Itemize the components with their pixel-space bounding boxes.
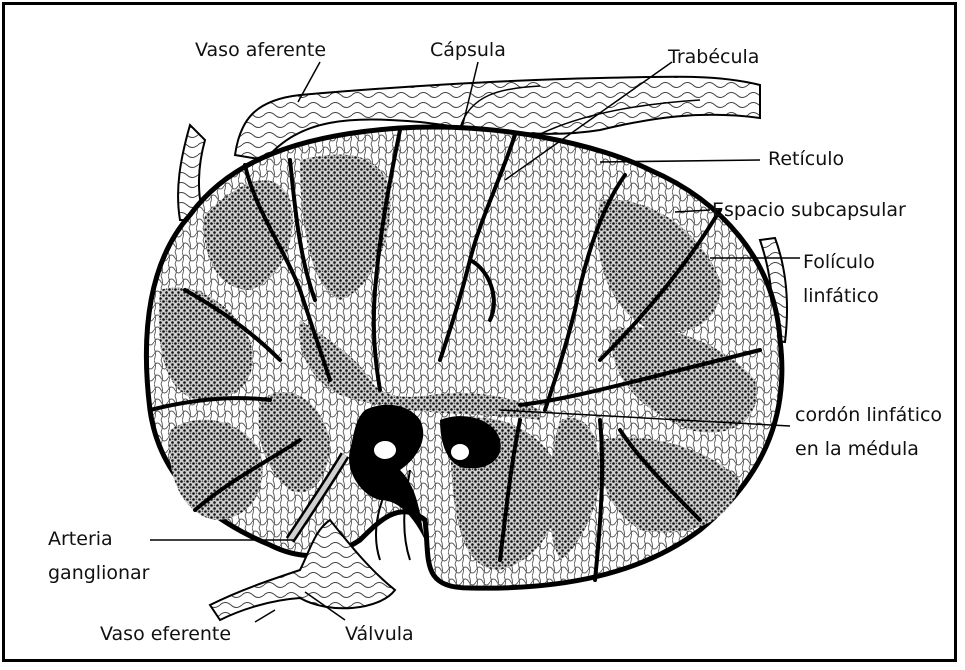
label-arteria-ganglionar: Arteria ganglionar: [48, 522, 178, 590]
label-foliculo-linfatico: Folículo linfático: [803, 245, 913, 313]
label-trabecula: Trabécula: [668, 45, 759, 69]
label-vaso-aferente: Vaso aferente: [195, 38, 326, 62]
label-capsula: Cápsula: [430, 38, 506, 62]
label-espacio-subcapsular: Espacio subcapsular: [712, 198, 906, 222]
label-cordon-linfatico: cordón linfático en la médula: [795, 398, 945, 466]
label-reticulo: Retículo: [768, 147, 844, 171]
label-vaso-eferente: Vaso eferente: [100, 622, 231, 646]
label-valvula: Válvula: [345, 622, 414, 646]
